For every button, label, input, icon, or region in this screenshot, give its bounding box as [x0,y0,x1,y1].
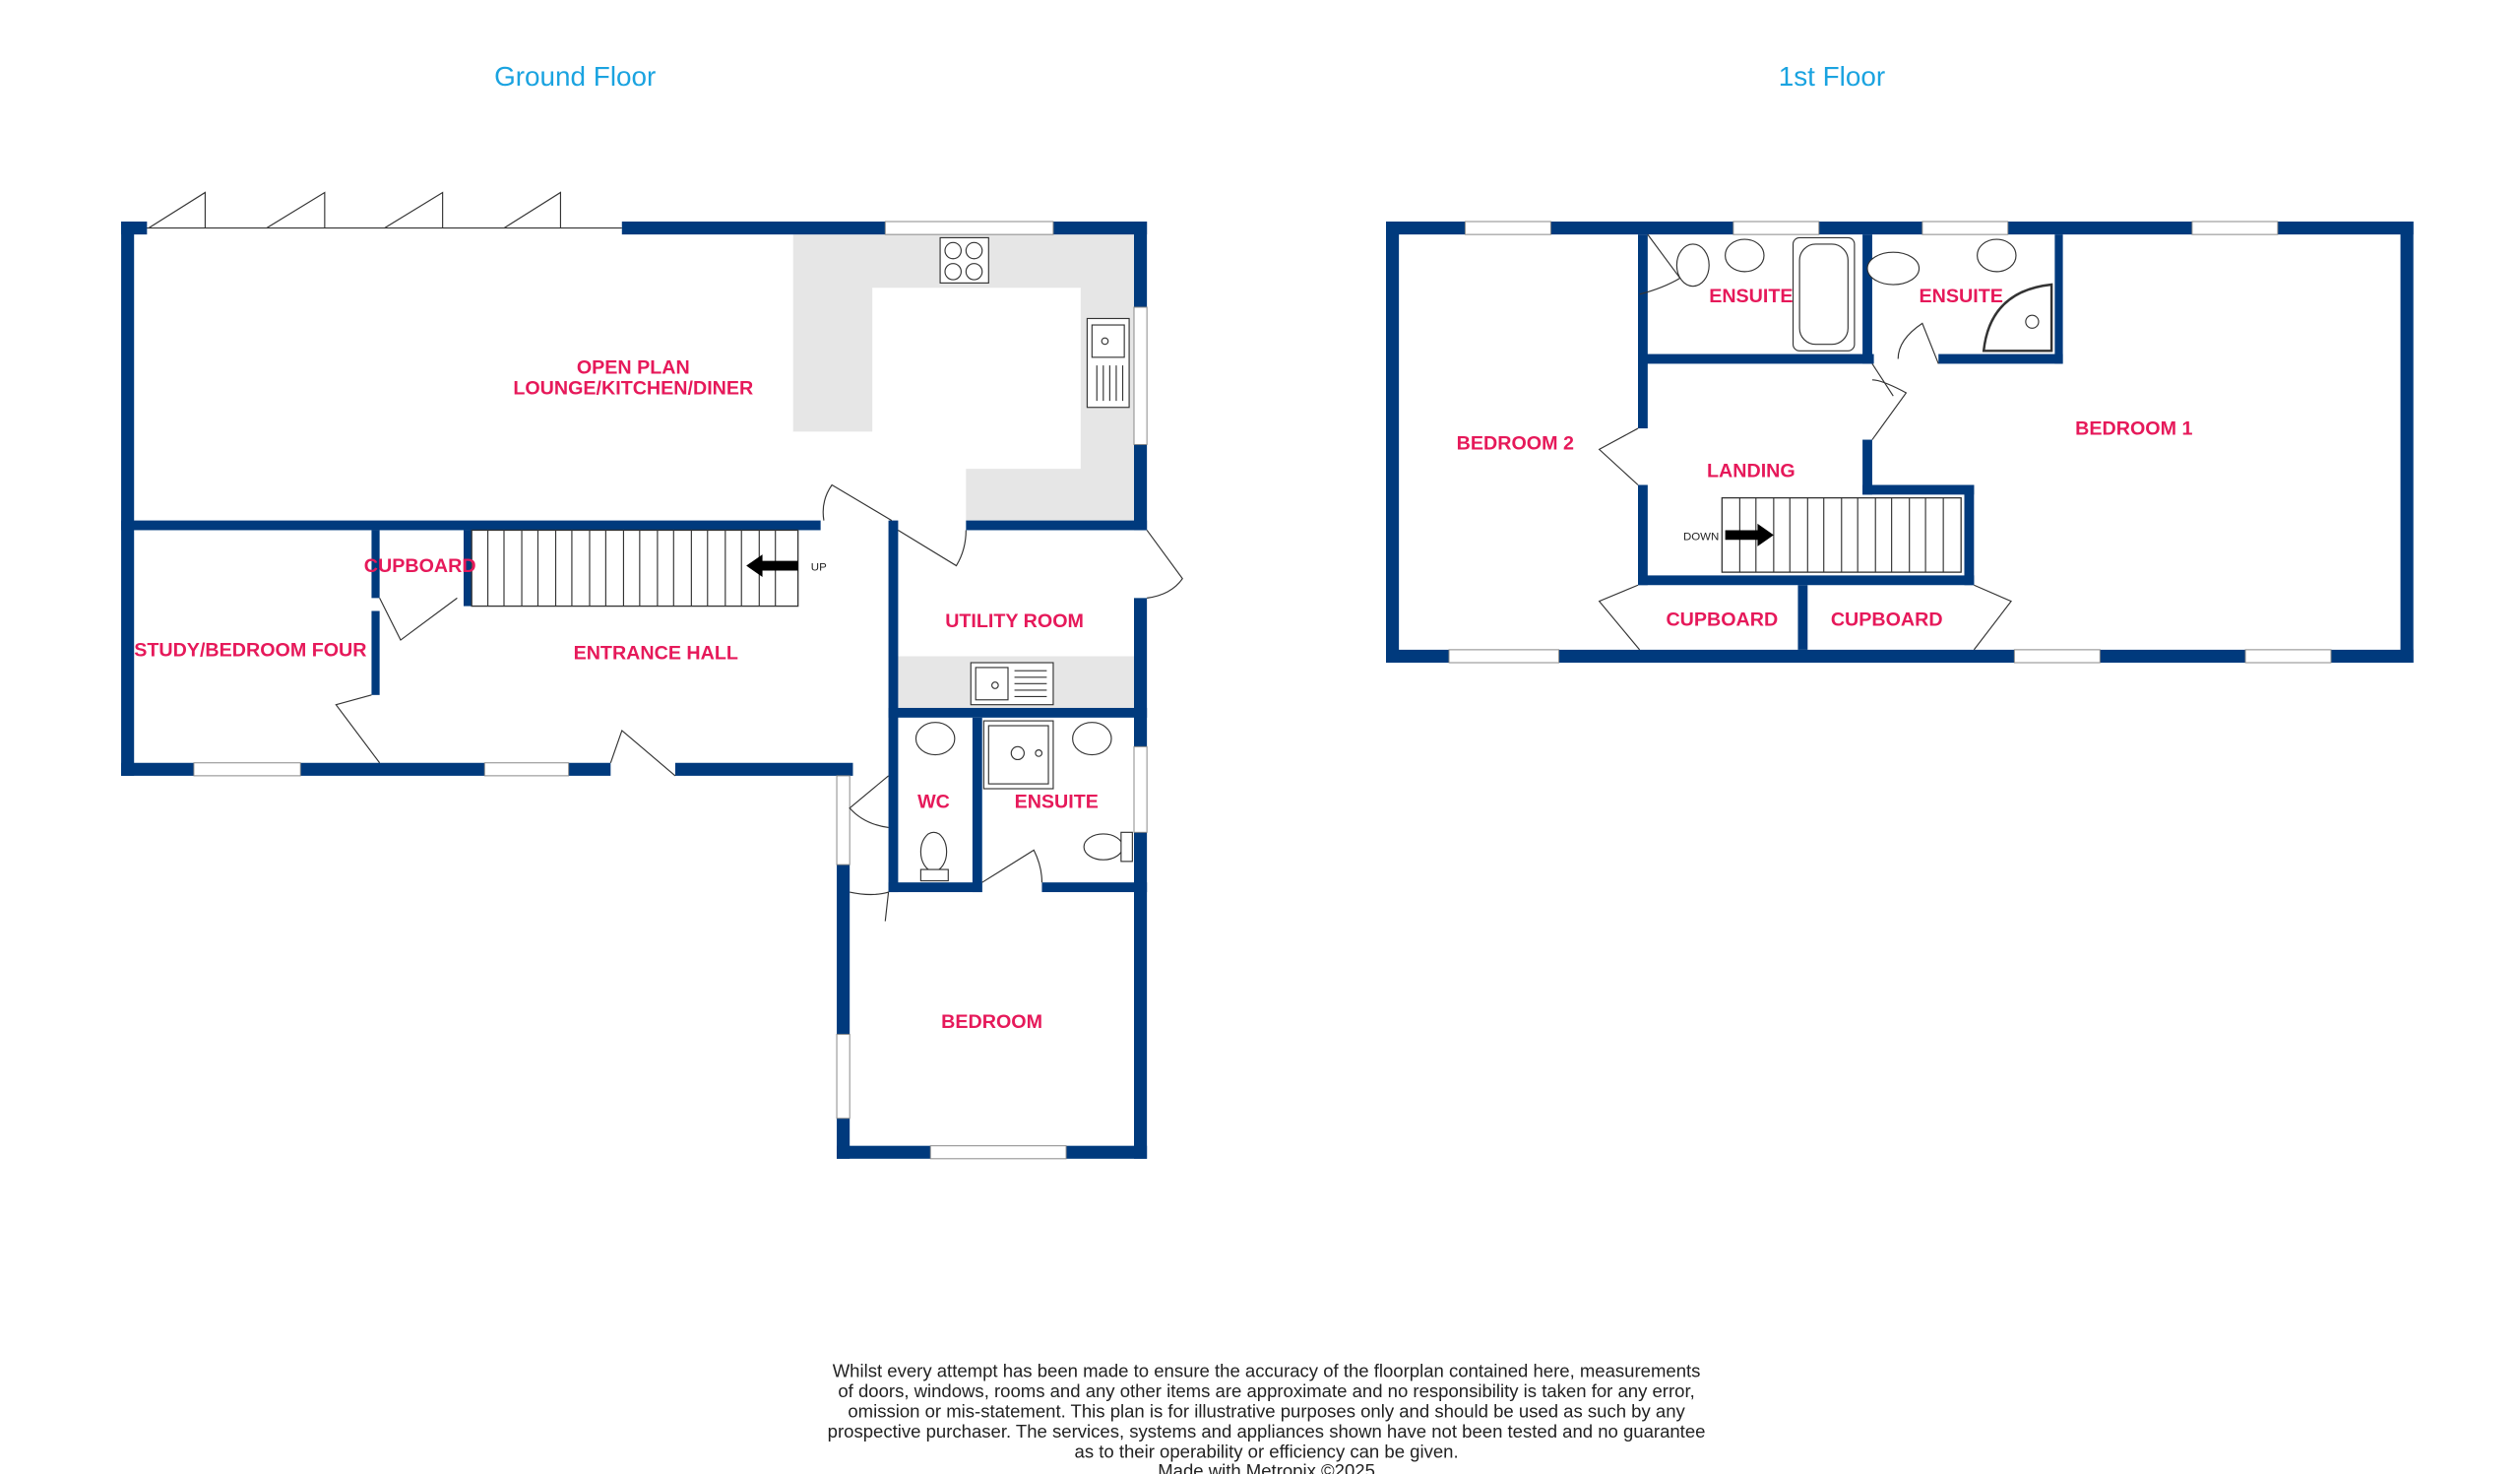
room-label-ensuite-1: ENSUITE [1709,286,1793,307]
stairs-down-label: DOWN [1683,531,1719,543]
disclaimer-line: Whilst every attempt has been made to en… [833,1360,1701,1380]
toilet-icon [919,831,1133,882]
room-label-landing: LANDING [1707,460,1796,481]
hob-icon [939,236,989,284]
arrow-right-icon [1725,523,1774,546]
disclaimer-line: as to their operability or efficiency ca… [1075,1441,1459,1461]
room-label-ensuite: ENSUITE [1015,792,1099,813]
room-label-ensuite-2: ENSUITE [1920,286,2003,307]
room-label-bedroom-1: BEDROOM 1 [2075,418,2192,440]
ground-walls [121,222,1148,1159]
room-label-cupboard-2: CUPBOARD [1831,609,1943,630]
stairs-up-label: UP [811,561,827,573]
ground-stairs: UP [471,529,827,608]
disclaimer-line: prospective purchaser. The services, sys… [828,1421,1706,1442]
room-label-lounge-kitchen-diner: LOUNGE/KITCHEN/DINER [513,378,753,400]
disclaimer-line: of doors, windows, rooms and any other i… [838,1380,1694,1401]
kitchen-sink-icon [1086,317,1130,409]
first-floor-title: 1st Floor [1779,61,1885,92]
shower-tray-icon [982,720,1054,790]
ground-windows [193,221,1148,1160]
room-label-bedroom-2: BEDROOM 2 [1457,432,1574,454]
utility-sink-icon [970,662,1054,706]
room-label-bedroom: BEDROOM [941,1011,1042,1033]
first-stairs: DOWN [1683,496,1962,573]
disclaimer: Whilst every attempt has been made to en… [828,1360,1706,1474]
credit: Made with Metropix ©2025 [1158,1460,1375,1474]
first-doors [1598,233,2012,651]
first-floor-plan: DOWN ENSUITE ENSUITE BEDROOM 2 LANDING B… [1386,221,2414,664]
room-label-open-plan: OPEN PLAN [577,356,690,378]
arrow-left-icon [746,554,798,578]
room-label-study: STUDY/BEDROOM FOUR [134,639,366,661]
ground-doors [335,483,1183,922]
ground-floor-plan: UP OPEN PLAN LOUNGE/KITCHEN/DINER CUPBOA… [121,191,1183,1160]
bathroom-fixtures-icon [1675,236,2053,352]
room-label-wc: WC [917,792,950,813]
disclaimer-line: omission or mis-statement. This plan is … [848,1400,1685,1421]
first-walls [1386,222,2414,664]
basin-icon [914,722,1112,756]
room-label-cupboard: CUPBOARD [364,555,476,577]
bifold-doors [145,191,622,229]
kitchen-counter [792,234,1134,521]
room-label-utility: UTILITY ROOM [945,610,1084,632]
room-label-entrance-hall: ENTRANCE HALL [574,643,738,665]
room-label-cupboard-1: CUPBOARD [1666,609,1778,630]
ground-floor-title: Ground Floor [494,61,656,92]
first-windows [1448,221,2332,664]
